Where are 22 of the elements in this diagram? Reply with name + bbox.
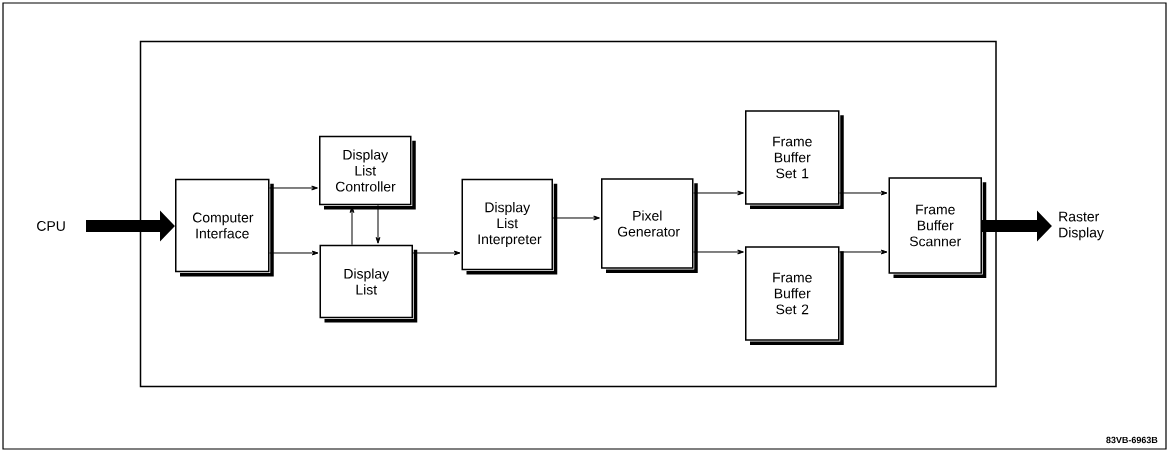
process-box: Display List Interpreter bbox=[461, 178, 558, 275]
arrow bbox=[552, 215, 600, 221]
process-box: Display List Controller bbox=[319, 135, 416, 210]
process-box: Pixel Generator bbox=[601, 178, 698, 273]
arrow bbox=[412, 250, 461, 256]
figure-code: 83VB-6963B bbox=[1106, 436, 1158, 444]
arrow bbox=[375, 204, 381, 244]
arrow bbox=[269, 250, 319, 256]
terminal-label: Raster Display bbox=[1059, 211, 1104, 241]
arrow bbox=[839, 190, 888, 196]
process-box: Frame Buffer Set 1 bbox=[745, 110, 844, 209]
arrow bbox=[349, 206, 355, 246]
arrow bbox=[269, 185, 318, 191]
process-box: Display List bbox=[319, 244, 418, 323]
process-box: Frame Buffer Scanner bbox=[888, 177, 987, 278]
process-box: Computer Interface bbox=[175, 178, 274, 277]
frame-box bbox=[139, 40, 997, 388]
process-box: Frame Buffer Set 2 bbox=[745, 246, 844, 345]
arrow bbox=[693, 190, 744, 196]
arrow bbox=[693, 249, 744, 255]
terminal-label: CPU bbox=[37, 221, 65, 231]
arrow bbox=[839, 249, 888, 255]
